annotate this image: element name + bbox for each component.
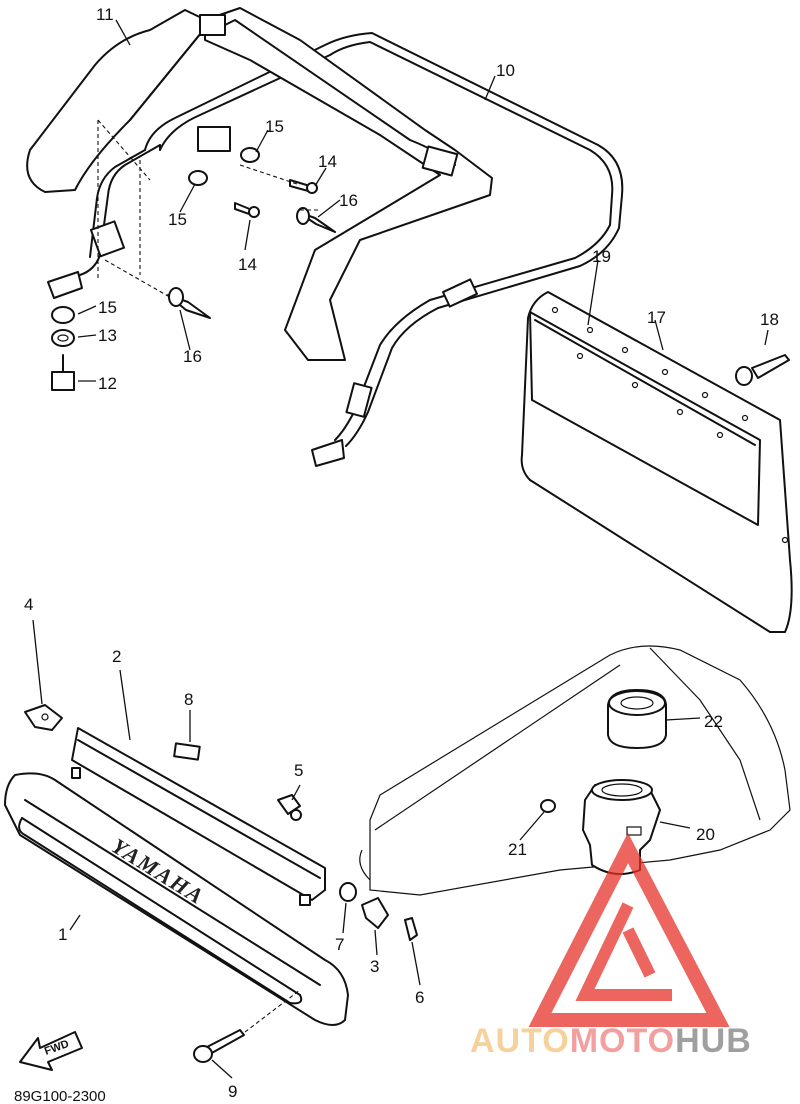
fwd-arrow-icon: FWD (19, 1031, 83, 1071)
automotohub-logo-icon (528, 832, 730, 1027)
callout-13: 13 (98, 326, 117, 345)
label (173, 742, 201, 761)
rear-carrier (26, 7, 493, 361)
callout-19: 19 (592, 247, 611, 266)
upper-fasteners (51, 147, 336, 391)
clip (404, 917, 418, 941)
push-rivet (735, 354, 790, 386)
callout-2: 2 (112, 647, 121, 666)
callout-10: 10 (496, 61, 515, 80)
callout-5: 5 (294, 761, 303, 780)
callout-16: 16 (339, 191, 358, 210)
callout-18: 18 (760, 310, 779, 329)
callout-14: 14 (318, 152, 337, 171)
drain-plug (540, 799, 556, 813)
callout-labels: 11 10 15 14 15 16 14 15 13 12 16 19 17 1… (24, 5, 779, 1101)
automotohub-watermark: AUTOMOTOHUB (470, 832, 752, 1060)
callout-11: 11 (96, 5, 114, 24)
fuel-tank (359, 645, 791, 896)
mudflap-holes (551, 306, 789, 544)
callout-9: 9 (228, 1082, 237, 1101)
drawing-code: 89G100-2300 (14, 1088, 106, 1104)
callout-3: 3 (370, 957, 379, 976)
mounting-plate (24, 704, 63, 731)
watermark-text: AUTOMOTOHUB (470, 1022, 752, 1060)
leader-lines (32, 19, 769, 1079)
screw (193, 989, 301, 1063)
callout-17: 17 (647, 308, 666, 327)
callout-12: 12 (98, 374, 117, 393)
callout-4: 4 (24, 595, 33, 614)
clip-nut (277, 794, 302, 821)
callout-15: 15 (265, 117, 284, 136)
fuel-cap (607, 689, 667, 749)
panel-bracket (71, 727, 326, 906)
callout-14-b: 14 (238, 255, 257, 274)
callout-16-b: 16 (183, 347, 202, 366)
callout-22: 22 (704, 712, 723, 731)
callout-20: 20 (696, 825, 715, 844)
callout-6: 6 (415, 988, 424, 1007)
filler-neck (582, 779, 661, 875)
callout-8: 8 (184, 690, 193, 709)
callout-7: 7 (335, 935, 344, 954)
callout-1: 1 (58, 925, 67, 944)
callout-15-b: 15 (168, 210, 187, 229)
stay (361, 897, 389, 929)
callout-15-c: 15 (98, 298, 117, 317)
washer (339, 882, 357, 902)
mudflap (520, 291, 793, 633)
callout-21: 21 (508, 840, 527, 859)
